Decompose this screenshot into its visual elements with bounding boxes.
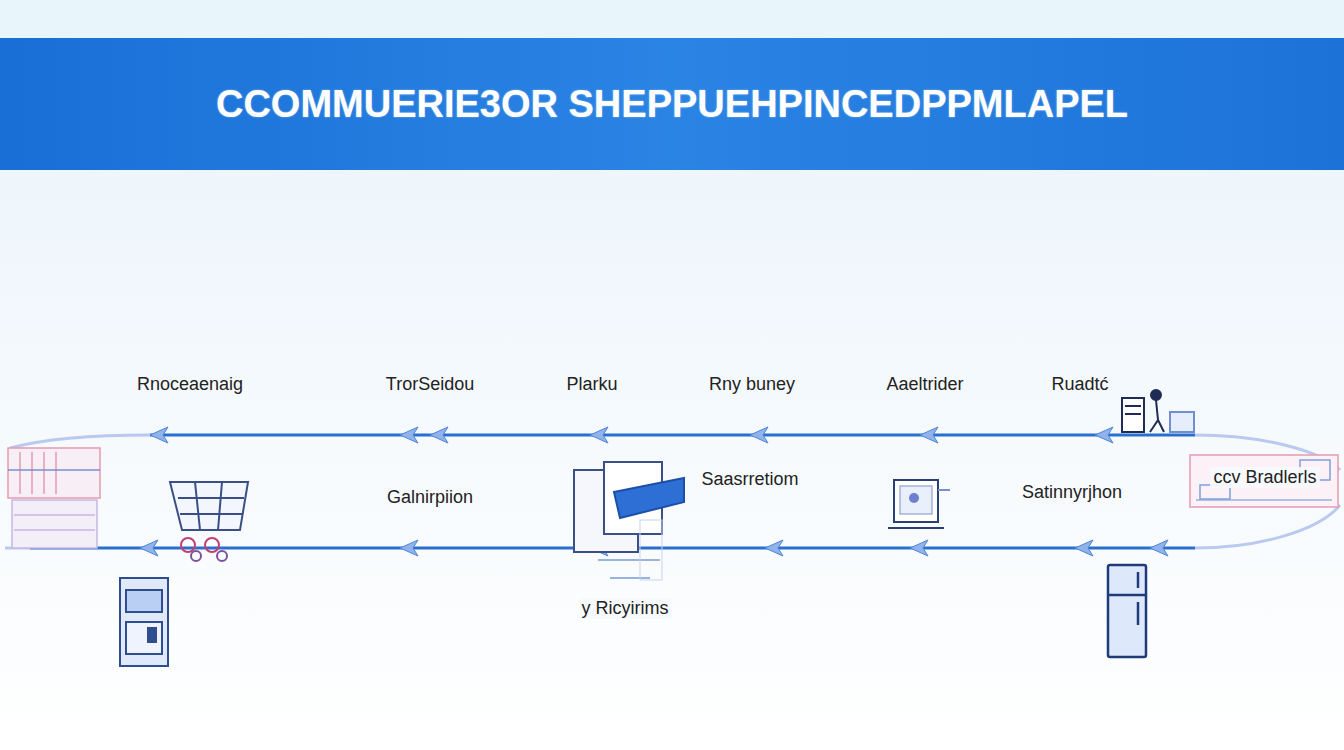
step-label: Ruadtć [1051,374,1108,395]
flow-lines [30,435,1195,548]
arrow-head [920,427,938,443]
step-label: Galnirpiion [387,487,473,508]
step-label: Rnoceaenaig [137,374,243,395]
arrow-head [140,540,158,556]
arrow-head [150,427,168,443]
rack-icon [8,448,100,548]
arrow-chevrons [140,427,1168,556]
flow-tails [5,435,1340,548]
arrow-head [750,427,768,443]
arrow-head [400,427,418,443]
step-label: Plarku [566,374,617,395]
step-label: ccv Bradlerls [1210,467,1319,488]
panel-icon [1190,455,1338,507]
laptop-icon [888,480,950,528]
document-icon [574,462,684,580]
arrow-head [1095,427,1113,443]
arrow-head [1150,540,1168,556]
step-label: Saasrretiom [701,469,798,490]
arrow-head [1075,540,1093,556]
arrow-head [910,540,928,556]
fridge-icon [1108,565,1146,657]
step-label: Aaeltrider [886,374,963,395]
machine-icon [120,578,168,666]
arrow-head [765,540,783,556]
arrow-head [590,427,608,443]
step-label: Satinnyrjhon [1022,482,1122,503]
step-label: y Ricyirims [579,598,672,619]
step-label: TrorSeidou [386,374,474,395]
arrow-head [400,540,418,556]
step-label: Rny buney [709,374,795,395]
cart-icon [170,482,248,561]
worker-icon [1122,390,1194,432]
title: CCOMMUERIE3OR SHEPPUEHPINCEDPPMLAPEL [216,83,1128,126]
arrow-head [430,427,448,443]
